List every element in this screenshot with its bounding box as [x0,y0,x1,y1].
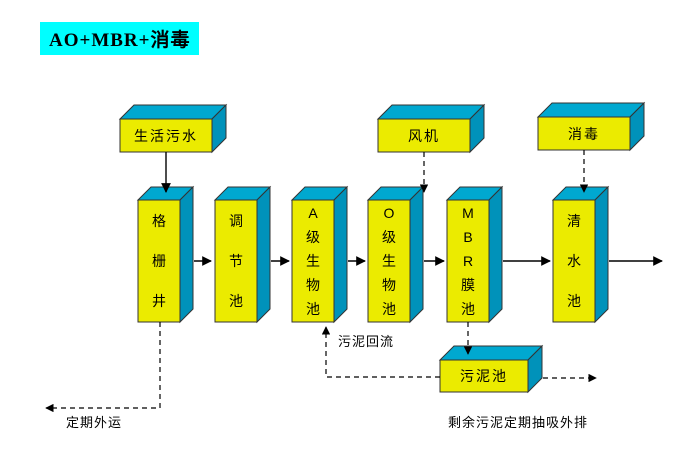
node-grid-well-box [136,185,195,324]
node-sewage-label: 生活污水 [134,127,198,144]
label-periodic-transport: 定期外运 [66,415,123,430]
node-disinfect-box [536,101,646,152]
label-sludge-return: 污泥回流 [338,334,395,349]
node-mbr-tank-label: MBR膜池 [461,205,475,317]
arrow-sludge-return [321,326,440,378]
node-fan-box [376,103,486,154]
node-a-bio-tank-label: A级生物池 [306,205,320,317]
node-regulating-tank-box [213,185,272,324]
arrow-gridwell-disposal [45,322,161,413]
node-disinfect-label: 消毒 [568,125,600,142]
node-clear-tank-box [551,185,610,324]
node-clear-tank-label: 清水池 [567,213,581,309]
page-title: AO+MBR+消毒 [40,22,200,55]
node-sewage-box [118,103,228,154]
flow-arrows-solid [161,152,663,266]
node-grid-well-label: 格栅井 [152,213,166,309]
node-a-bio-tank-box [290,185,349,324]
node-mbr-tank-box [445,185,504,324]
flow-arrows-dashed [45,150,597,413]
node-o-bio-tank-label: O级生物池 [382,205,396,317]
node-regulating-tank-label: 调节池 [229,213,243,309]
node-sludge-tank-label: 污泥池 [460,368,508,384]
label-excess-sludge: 剩余污泥定期抽吸外排 [448,415,589,430]
node-fan-label: 风机 [408,127,440,144]
